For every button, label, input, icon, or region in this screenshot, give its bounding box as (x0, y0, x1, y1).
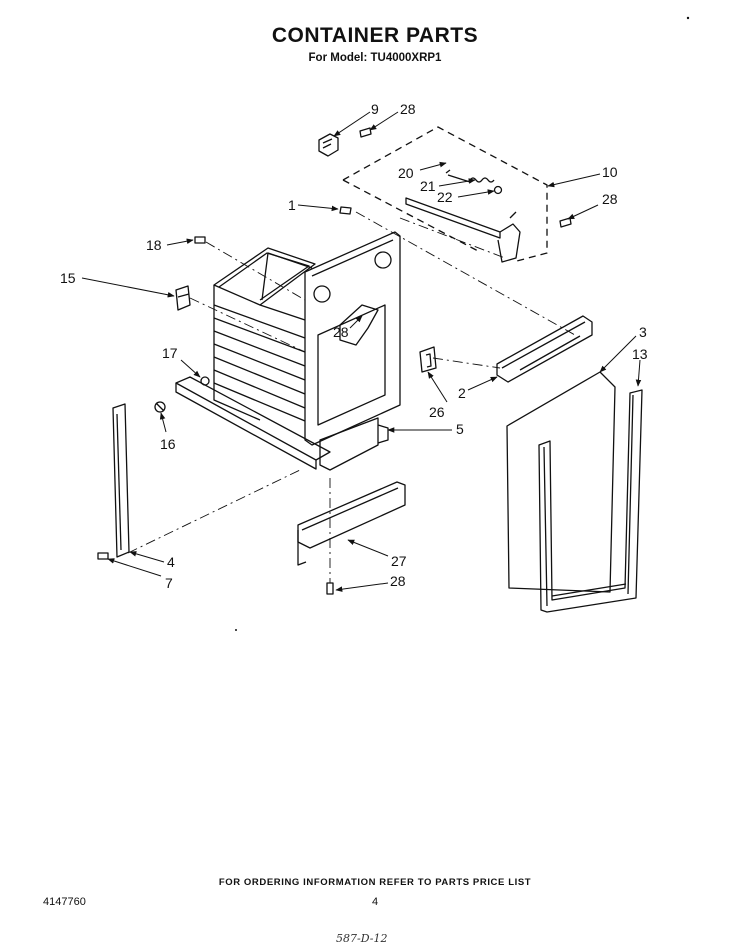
latch-assembly-outline (342, 126, 548, 263)
callout-2: 2 (458, 376, 498, 401)
callout-22: 22 (437, 189, 495, 205)
part-28-screw-bottom (326, 582, 334, 595)
ordering-note: FOR ORDERING INFORMATION REFER TO PARTS … (218, 877, 532, 888)
stray-dot (235, 629, 237, 631)
callout-18: 18 (146, 237, 194, 253)
svg-text:2: 2 (458, 385, 466, 401)
part-2-hinge-bracket (496, 315, 593, 383)
callout-28-top: 28 (369, 101, 416, 131)
callout-17: 17 (162, 345, 201, 378)
svg-text:4: 4 (167, 554, 175, 570)
svg-text:22: 22 (437, 189, 453, 205)
callout-1: 1 (288, 197, 339, 213)
callout-16: 16 (159, 412, 176, 452)
part-22-washer (493, 185, 503, 195)
svg-text:28: 28 (602, 191, 618, 207)
alignment-lines (127, 211, 576, 583)
callout-28-bottom: 28 (335, 573, 406, 592)
page-number: 4 (372, 896, 379, 908)
part-26-clip (419, 346, 437, 373)
svg-text:18: 18 (146, 237, 162, 253)
callout-28-right: 28 (567, 191, 618, 220)
callout-4: 4 (129, 551, 175, 570)
svg-text:20: 20 (398, 165, 414, 181)
part-16-fastener (154, 401, 166, 413)
svg-text:1: 1 (288, 197, 296, 213)
callout-3: 3 (599, 324, 647, 373)
callout-13: 13 (632, 346, 648, 387)
part-10-latch-bar (405, 197, 521, 263)
part-3-door-panel (506, 371, 616, 593)
part-15-clip (175, 285, 191, 311)
svg-text:21: 21 (420, 178, 436, 194)
part-9-bracket (318, 133, 339, 157)
callout-26: 26 (427, 371, 448, 420)
svg-text:5: 5 (456, 421, 464, 437)
callout-28-center: 28 (333, 315, 363, 340)
handwritten-mark: 587-D-12 (336, 932, 388, 945)
callout-5: 5 (387, 421, 464, 437)
model-subtitle: For Model: TU4000XRP1 (308, 52, 442, 64)
svg-text:27: 27 (391, 553, 407, 569)
document-number: 4147760 (43, 896, 86, 908)
callout-20: 20 (398, 161, 447, 181)
callout-27: 27 (347, 539, 407, 569)
svg-text:28: 28 (400, 101, 416, 117)
svg-text:7: 7 (165, 575, 173, 591)
callout-10: 10 (547, 164, 618, 188)
part-17-trim-rail (175, 376, 331, 470)
part-4-vertical-trim (112, 403, 130, 558)
svg-text:3: 3 (639, 324, 647, 340)
svg-text:28: 28 (390, 573, 406, 589)
part-7-screw (97, 552, 109, 560)
part-28-screw-right (559, 217, 572, 228)
callout-21: 21 (420, 178, 476, 194)
part-20-rod (445, 169, 471, 183)
svg-text:15: 15 (60, 270, 76, 286)
part-18-screw (194, 236, 206, 244)
container-body (213, 231, 401, 471)
page-title: CONTAINER PARTS (271, 24, 479, 47)
part-1-screw (339, 206, 352, 215)
part-13-door-gasket (538, 389, 643, 613)
svg-text:28: 28 (333, 324, 349, 340)
svg-text:10: 10 (602, 164, 618, 180)
stray-dot (686, 16, 690, 20)
svg-text:17: 17 (162, 345, 178, 361)
svg-text:16: 16 (160, 436, 176, 452)
callout-9: 9 (333, 101, 379, 137)
callout-7: 7 (107, 558, 173, 591)
svg-text:13: 13 (632, 346, 648, 362)
part-28-screw-top (359, 127, 372, 138)
svg-text:26: 26 (429, 404, 445, 420)
part-27-lower-bracket (297, 481, 406, 566)
callout-15: 15 (60, 270, 175, 298)
svg-text:9: 9 (371, 101, 379, 117)
